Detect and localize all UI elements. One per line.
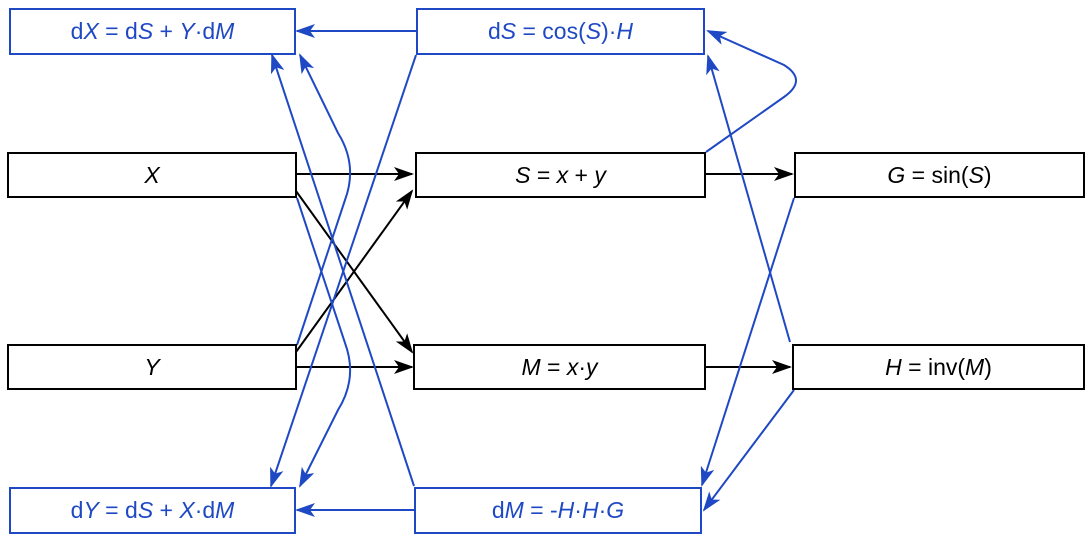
node-dm-text: H	[557, 497, 575, 523]
node-ds-text: S	[500, 18, 517, 44]
node-g-text: )	[983, 161, 992, 188]
node-dm-text: G	[606, 497, 625, 523]
node-dm-text: M	[504, 497, 524, 523]
edge-s-to-ds	[705, 30, 797, 153]
edge-dm-to-dx	[270, 53, 415, 487]
node-ds-text: )·	[601, 18, 617, 44]
node-dx-text: +	[153, 18, 180, 44]
node-m-text: M	[521, 353, 541, 380]
node-m-text: x	[566, 353, 579, 380]
node-dx-text: = d	[98, 18, 138, 44]
node-dx-text: S	[137, 18, 154, 44]
node-dy-text: = d	[98, 497, 138, 523]
edge-h-to-dm	[702, 389, 795, 512]
node-x: X	[7, 152, 297, 198]
node-s-text: =	[530, 161, 557, 188]
node-dy-text: +	[153, 497, 180, 523]
node-s: S = x + y	[415, 152, 706, 198]
node-m: M = x·y	[413, 344, 706, 390]
node-dy-text: X	[179, 497, 195, 523]
node-g: G = sin(S)	[794, 152, 1085, 198]
node-m-text: =	[540, 353, 567, 380]
node-s-text: y	[594, 161, 606, 188]
node-h-text: H	[885, 353, 902, 380]
node-h-text: )	[984, 353, 992, 380]
edge-ds-to-dy-via	[296, 197, 352, 488]
node-x-text: X	[144, 161, 160, 188]
node-s-text: +	[568, 161, 595, 188]
node-h: H = inv(M)	[792, 344, 1085, 390]
node-g-text: S	[968, 161, 984, 188]
node-ds-text: d	[487, 18, 501, 44]
node-s-text: x	[556, 161, 569, 188]
node-ds-text: H	[616, 18, 634, 44]
node-dy-text: Y	[83, 497, 99, 523]
edge-g-to-dm	[700, 197, 795, 487]
node-m-text: ·	[578, 353, 587, 380]
node-g-text: G	[887, 161, 906, 188]
node-ds-text: S	[585, 18, 602, 44]
node-m-text: y	[586, 353, 598, 380]
node-dy-text: ·d	[194, 497, 216, 523]
node-dm-text: ·	[574, 497, 582, 523]
node-dm-text: = -	[523, 497, 558, 523]
edge-h-to-ds	[706, 54, 791, 343]
node-dm-text: H	[581, 497, 599, 523]
node-dx-text: X	[83, 18, 99, 44]
node-h-text: = inv(	[901, 353, 966, 380]
node-dm-text: ·	[598, 497, 607, 523]
node-dy-text: S	[137, 497, 154, 523]
node-dx-text: d	[70, 18, 84, 44]
node-dx-text: M	[215, 18, 235, 44]
node-g-text: = sin(	[905, 161, 969, 188]
node-h-text: M	[965, 353, 985, 380]
node-s-text: S	[515, 161, 531, 188]
node-dx-text: ·d	[194, 18, 216, 44]
node-dy-text: d	[70, 497, 84, 523]
node-y: Y	[7, 344, 297, 390]
node-dy-text: M	[215, 497, 235, 523]
node-dm-text: d	[491, 497, 505, 523]
node-dx-text: Y	[179, 18, 195, 44]
edge-y-to-s	[295, 189, 414, 353]
node-y-text: Y	[144, 353, 160, 380]
edge-dm-to-dx-via	[296, 53, 352, 346]
node-ds-text: = cos(	[516, 18, 586, 44]
